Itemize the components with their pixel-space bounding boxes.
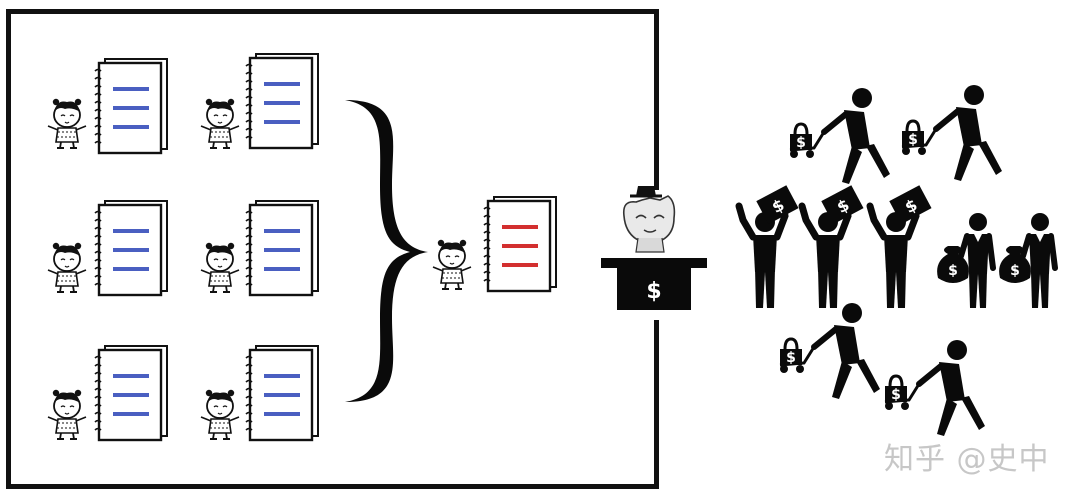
person-with-money-bag-icon bbox=[999, 213, 1055, 308]
buyers: $ $ $ $ $ $ $ $ $ bbox=[739, 85, 1055, 436]
worker-pair bbox=[200, 388, 240, 440]
kid-character-icon bbox=[200, 97, 240, 149]
bag-dollar-sign: $ bbox=[1010, 263, 1020, 279]
seller: $ bbox=[601, 186, 707, 310]
cart-dollar-sign: $ bbox=[786, 350, 796, 366]
counter-top bbox=[601, 258, 707, 268]
counter-dollar-sign: $ bbox=[646, 279, 661, 304]
cat-vendor-at-counter-icon bbox=[622, 186, 676, 253]
kid-character-icon bbox=[432, 238, 472, 290]
kid-character-icon bbox=[47, 388, 87, 440]
curly-brace bbox=[345, 100, 428, 402]
counter-front bbox=[617, 268, 691, 310]
watermark: 知乎 @史中 bbox=[884, 442, 1050, 477]
cart-dollar-sign: $ bbox=[796, 135, 806, 151]
cart-dollar-sign: $ bbox=[908, 132, 918, 148]
person-with-money-bag-icon bbox=[937, 213, 993, 308]
worker-pair bbox=[47, 241, 87, 293]
worker-pair bbox=[47, 388, 87, 440]
worker-pair bbox=[200, 97, 240, 149]
kid-character-icon bbox=[47, 97, 87, 149]
bag-dollar-sign: $ bbox=[948, 263, 958, 279]
kid-character-icon bbox=[200, 241, 240, 293]
kid-character-icon bbox=[47, 241, 87, 293]
kid-character-icon bbox=[200, 388, 240, 440]
worker-pair bbox=[200, 241, 240, 293]
worker-grid bbox=[47, 52, 320, 442]
cart-dollar-sign: $ bbox=[891, 387, 901, 403]
worker-pair bbox=[47, 97, 87, 149]
